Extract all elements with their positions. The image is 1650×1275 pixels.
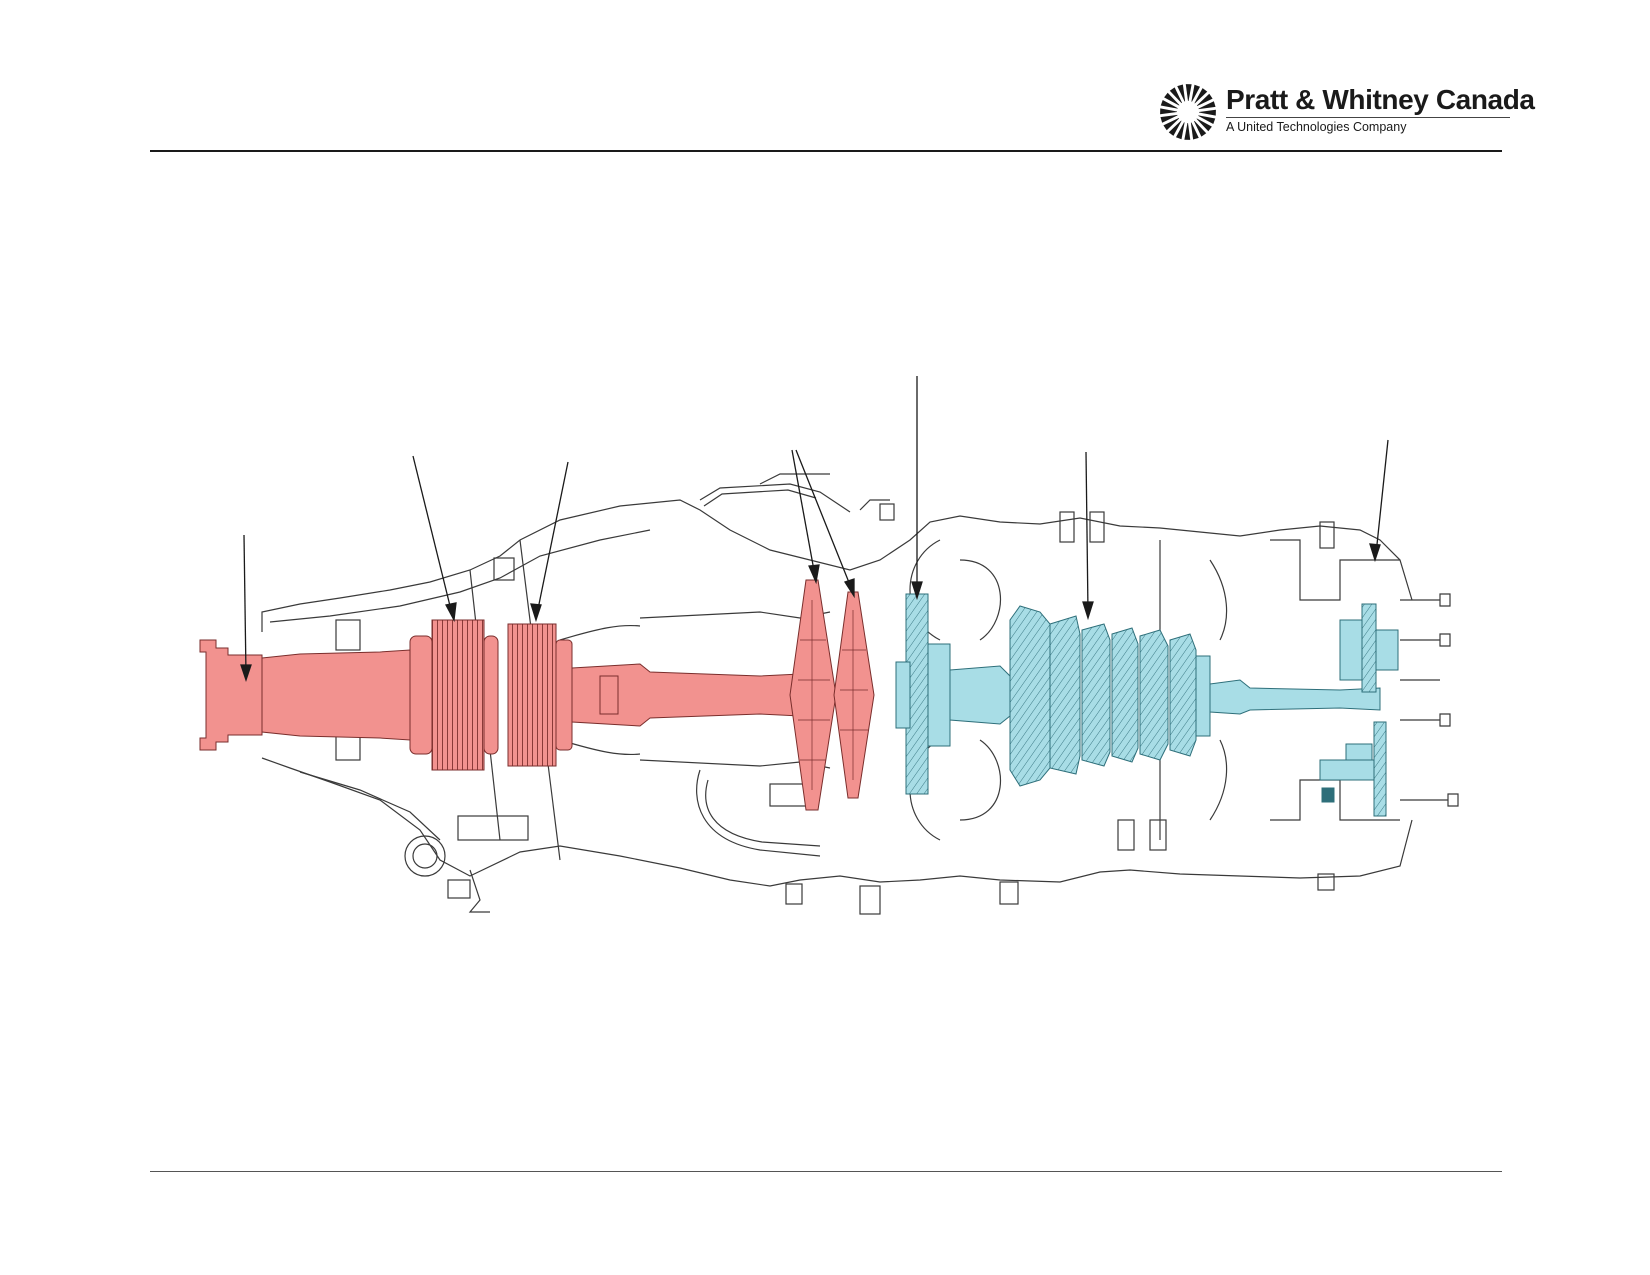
logo-ray — [1160, 108, 1178, 115]
callout-leaders — [240, 376, 1389, 683]
logo-ray — [1160, 99, 1178, 109]
logo-ray — [1196, 118, 1212, 132]
logo-ray — [1185, 84, 1192, 102]
logo-ray — [1175, 122, 1185, 140]
header-rule — [150, 150, 1502, 152]
power-turbine-stage-2 — [833, 591, 875, 799]
callout-power-turbine-1 — [791, 449, 816, 577]
logo-ray — [1190, 122, 1199, 140]
power-section — [199, 579, 875, 811]
logo-ray — [1160, 114, 1178, 123]
logo-ray — [1191, 84, 1201, 102]
logo-ray — [1184, 122, 1191, 140]
axial-compressor-stage-4 — [1139, 629, 1169, 761]
accessory-gear-lower — [1373, 721, 1387, 817]
pwc-sunburst-logo-icon — [1160, 84, 1216, 140]
footer-rule — [150, 1171, 1502, 1172]
logo-ray — [1164, 92, 1180, 106]
propeller-shaft — [261, 649, 411, 741]
callout-axial-compressor — [1085, 451, 1089, 613]
logo-ray — [1169, 87, 1182, 104]
brand-name: Pratt & Whitney Canada — [1226, 84, 1535, 115]
accessory-drive-shaft — [1209, 679, 1381, 715]
gas-generator-section — [895, 593, 1399, 817]
logo-ray — [1198, 109, 1216, 116]
accessory-gear-upper — [1361, 603, 1377, 693]
first-stage-reduction-gear — [431, 619, 485, 771]
logo-ray — [1198, 101, 1216, 110]
engine-casing — [261, 473, 1459, 915]
axial-compressor-stage-1 — [1049, 615, 1081, 775]
axial-compressor-stage-5 — [1169, 633, 1197, 757]
callout-second-stage-gear — [536, 461, 569, 615]
centrifugal-impeller — [1009, 605, 1051, 787]
logo-ray — [1194, 120, 1207, 137]
logo-ray — [1196, 93, 1213, 106]
axial-compressor-stage-3 — [1111, 627, 1139, 763]
logo-ray — [1177, 84, 1186, 102]
brand-tagline: A United Technologies Company — [1226, 120, 1407, 134]
logo-ray — [1198, 115, 1216, 125]
logo-ray — [1168, 120, 1182, 136]
brand-divider — [1226, 117, 1510, 118]
second-stage-reduction-gear — [507, 623, 557, 767]
power-turbine-stage-1 — [789, 579, 837, 811]
callout-power-turbine-2 — [795, 449, 853, 591]
callout-accessory-gearbox — [1375, 439, 1389, 555]
logo-ray — [1163, 118, 1180, 131]
propeller-flange — [199, 639, 263, 751]
axial-compressor-stage-2 — [1081, 623, 1111, 767]
logo-ray — [1194, 88, 1208, 104]
callout-first-stage-gear — [412, 455, 453, 615]
callout-propeller-flange — [243, 534, 247, 676]
